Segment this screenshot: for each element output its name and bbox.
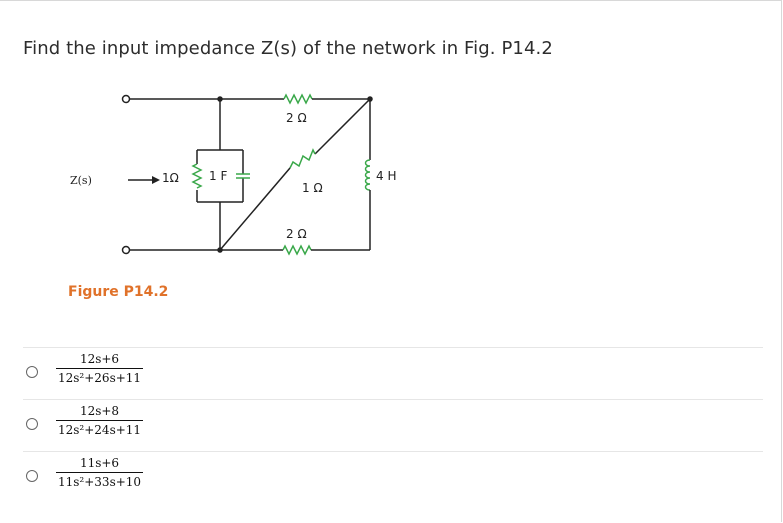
resistor-1ohm-left xyxy=(191,163,203,189)
label-c-left: 1 F xyxy=(209,169,227,183)
diagonal-top xyxy=(314,98,371,155)
label-r-bottom: 2 Ω xyxy=(286,227,307,241)
option-numerator: 11s+6 xyxy=(79,456,120,470)
answer-option-3[interactable]: 11s+6 11s²+33s+10 xyxy=(26,456,326,500)
label-r-top: 2 Ω xyxy=(286,111,307,125)
radio-button[interactable] xyxy=(26,470,38,482)
option-numerator: 12s+8 xyxy=(79,404,120,418)
option-denominator: 12s²+24s+11 xyxy=(56,420,144,437)
diagonal-bottom xyxy=(219,167,291,251)
option-divider xyxy=(23,399,763,400)
resistor-2ohm-bottom xyxy=(282,244,312,256)
option-divider xyxy=(23,347,763,348)
resistor-1ohm-diagonal xyxy=(289,148,316,169)
resistor-2ohm-top xyxy=(283,93,313,105)
option-denominator: 12s²+26s+11 xyxy=(56,368,144,385)
label-zs: Z(s) xyxy=(70,174,92,187)
answer-option-1[interactable]: 12s+6 12s²+26s+11 xyxy=(26,352,326,396)
option-fraction: 12s+6 12s²+26s+11 xyxy=(56,352,144,385)
option-fraction: 11s+6 11s²+33s+10 xyxy=(56,456,144,489)
question-text: Find the input impedance Z(s) of the net… xyxy=(23,38,553,59)
option-fraction: 12s+8 12s²+24s+11 xyxy=(56,404,144,437)
answer-option-2[interactable]: 12s+8 12s²+24s+11 xyxy=(26,404,326,448)
input-terminal-bottom xyxy=(121,245,131,255)
option-denominator: 11s²+33s+10 xyxy=(56,472,144,489)
label-r-mid: 1 Ω xyxy=(302,181,323,195)
option-divider xyxy=(23,451,763,452)
label-r-left: 1Ω xyxy=(162,171,179,185)
inductor-4H xyxy=(364,159,371,191)
option-numerator: 12s+6 xyxy=(79,352,120,366)
radio-button[interactable] xyxy=(26,418,38,430)
capacitor-1F xyxy=(236,173,250,179)
figure-caption: Figure P14.2 xyxy=(68,284,169,300)
radio-button[interactable] xyxy=(26,366,38,378)
label-l-right: 4 H xyxy=(376,169,396,183)
input-arrow-head xyxy=(152,176,160,184)
input-terminal-top xyxy=(121,94,131,104)
